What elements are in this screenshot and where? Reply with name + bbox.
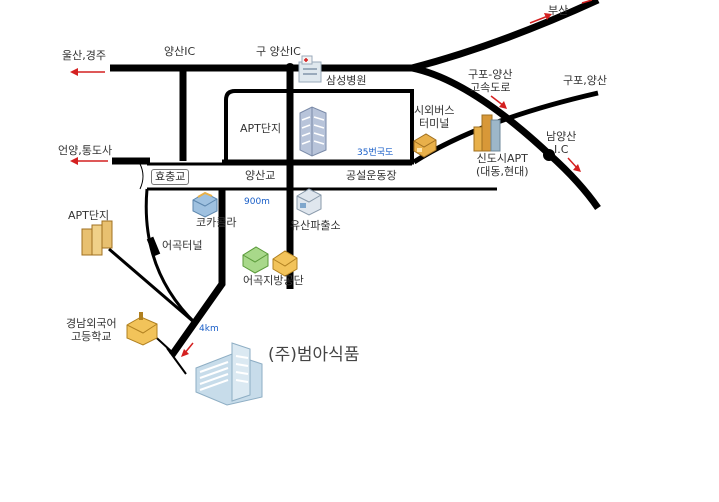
road-inner-loop [224,89,414,162]
road-busan [411,0,600,72]
label-apt-center: APT단지 [240,122,282,135]
road-school [108,247,196,325]
road-namyangsan [411,64,601,210]
bridge-edge-left [139,163,144,190]
label-bus-terminal-line2: 터미널 [419,117,450,130]
label-ulsan-gyeongju: 울산,경주 [62,49,106,62]
label-bus-terminal-line1: 시외버스 [414,104,455,117]
label-4km: 4km [199,324,219,334]
label-yangsan-bridge: 양산교 [245,169,276,182]
old-yangsan-ic-dot [285,63,295,73]
factory-icon [195,342,263,406]
arrow-busan-icon [529,13,552,24]
label-samsung-hospital: 삼성병원 [326,74,367,87]
arrow-factory-icon [181,342,194,357]
label-yangsan-ic: 양산IC [164,45,196,58]
label-eogok-tunnel: 어곡터널 [162,239,203,252]
school-icon [126,312,158,346]
label-namyangsan-ic: 남양산 I.C [546,130,576,156]
label-hyochung-bridge: 효충교 [151,169,190,185]
road-factory-access [166,347,187,375]
arrow-eonyang-icon [70,157,108,165]
arrow-busan-top-icon [581,0,593,4]
coca-cola-icon [192,191,218,218]
label-expressway: 구포-양산 고속도로 [468,68,512,94]
bridge-edge-right [288,163,293,190]
label-route35: 35번국도 [357,148,394,158]
company-name: (주)범아식품 [268,345,360,365]
label-school: 경남외국어 고등학교 [66,317,117,343]
label-new-city-apt-line2: (대동,현대) [476,165,529,178]
tunnel-marker [146,236,161,257]
namyangsan-ic-dot [543,149,555,161]
label-old-yangsan-ic: 구 양산IC [256,45,301,58]
label-namyangsan-line2: I.C [553,143,569,156]
police-box-icon [296,188,322,216]
label-school-line1: 경남외국어 [66,317,117,330]
label-expressway-line2: 고속도로 [469,81,511,94]
eogok-industrial-icon [242,246,298,277]
label-apt-left: APT단지 [68,209,110,222]
label-police-box: 유산파출소 [290,219,341,232]
road-to-factory [169,189,226,358]
label-900m: 900m [244,197,270,207]
label-new-city-apt-line1: 신도시APT [476,152,528,165]
label-namyangsan-line1: 남양산 [546,130,577,143]
label-busan: 부산 [548,4,569,17]
road-tunnel [144,188,198,326]
label-school-line2: 고등학교 [71,330,112,343]
label-gupo-yangsan: 구포,양산 [563,74,607,87]
direction-arrows [70,0,593,357]
label-stadium: 공설운동장 [346,169,397,182]
label-bus-terminal: 시외버스 터미널 [414,104,454,130]
arrow-namyangsan-icon [567,157,581,172]
label-expressway-line1: 구포-양산 [468,68,513,81]
apt-left-icon [81,220,113,256]
samsung-hospital-icon [298,55,322,83]
new-city-apt-icon [473,114,501,152]
label-coca-cola: 코카콜라 [196,216,237,229]
arrow-ulsan-icon [70,68,105,76]
label-eogok-industrial: 어곡지방공단 [243,274,304,287]
label-new-city-apt: 신도시APT (대동,현대) [476,152,529,178]
apt-center-icon [299,106,327,157]
arrow-expressway-icon [490,95,507,109]
bus-terminal-icon [413,133,437,158]
label-eonyang-tongdosa: 언양,통도사 [58,144,113,157]
